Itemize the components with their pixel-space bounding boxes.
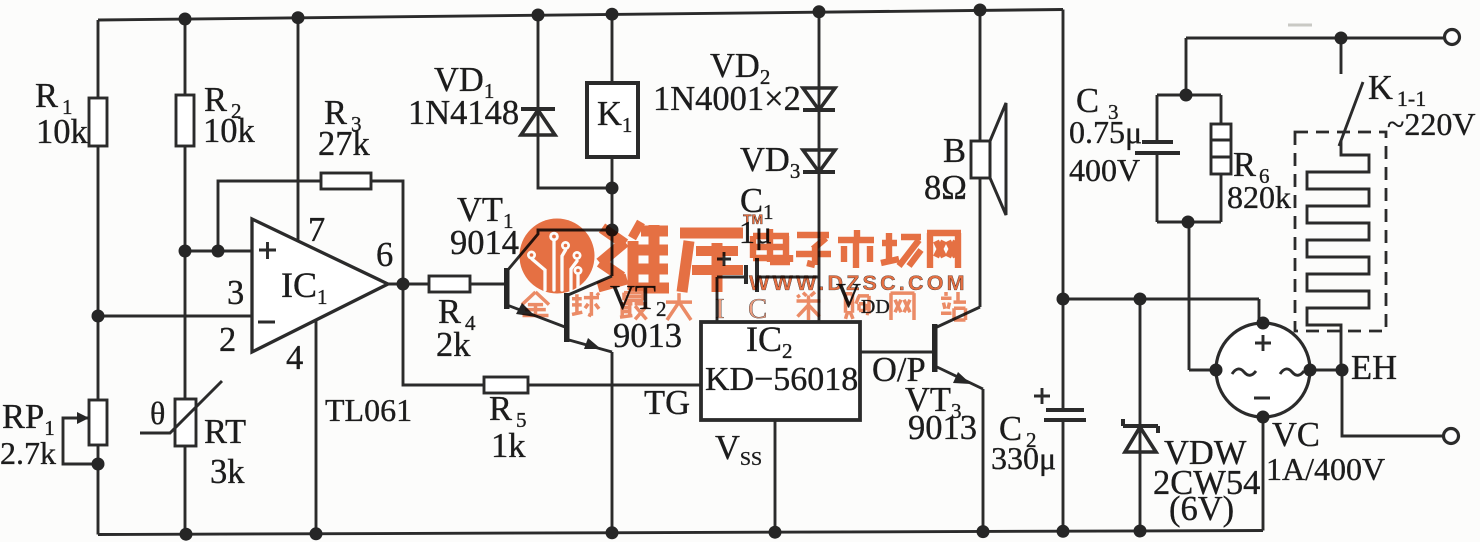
svg-text:EH: EH <box>1351 349 1397 387</box>
svg-text:7: 7 <box>308 211 325 249</box>
svg-text:1N4001×2: 1N4001×2 <box>653 80 801 118</box>
svg-text:8Ω: 8Ω <box>924 169 967 207</box>
svg-text:I: I <box>715 293 725 325</box>
svg-text:400V: 400V <box>1069 152 1140 188</box>
svg-text:330μ: 330μ <box>991 440 1056 476</box>
svg-text:B: B <box>943 132 966 170</box>
svg-text:VDW: VDW <box>1164 434 1247 472</box>
svg-text:IC2: IC2 <box>746 319 793 363</box>
svg-text:K1: K1 <box>597 95 632 137</box>
svg-text:3: 3 <box>227 274 244 312</box>
svg-text:2CW54: 2CW54 <box>1153 464 1260 502</box>
svg-text:10k: 10k <box>36 113 89 151</box>
svg-text:1k: 1k <box>491 427 526 465</box>
svg-text:820k: 820k <box>1227 179 1291 215</box>
svg-text:6: 6 <box>376 236 393 274</box>
svg-text:1N4148: 1N4148 <box>408 94 519 132</box>
svg-text:O/P: O/P <box>872 351 926 389</box>
svg-text:9014: 9014 <box>450 224 519 262</box>
svg-text:2k: 2k <box>436 326 471 364</box>
svg-text:1A/400V: 1A/400V <box>1266 451 1385 487</box>
svg-text:2: 2 <box>219 321 236 359</box>
svg-text:9013: 9013 <box>613 317 682 355</box>
svg-text:0.75μ: 0.75μ <box>1069 114 1142 150</box>
svg-text:TG: TG <box>644 384 690 422</box>
svg-text:3k: 3k <box>210 453 245 491</box>
svg-text:C: C <box>748 293 767 325</box>
svg-text:VC: VC <box>1272 416 1320 454</box>
svg-text:10k: 10k <box>203 112 256 150</box>
svg-text:~220V: ~220V <box>1387 106 1475 142</box>
svg-text:9013: 9013 <box>908 409 977 447</box>
svg-text:R6: R6 <box>1233 146 1270 188</box>
svg-text:2.7k: 2.7k <box>0 435 56 471</box>
svg-text:WWW.DZSC.COM: WWW.DZSC.COM <box>749 271 968 295</box>
svg-text:TM: TM <box>743 211 763 227</box>
svg-text:TL061: TL061 <box>325 392 412 428</box>
svg-text:(6V): (6V) <box>1169 490 1234 528</box>
svg-text:θ: θ <box>150 395 165 431</box>
svg-text:KD−56018: KD−56018 <box>705 361 858 398</box>
svg-text:4: 4 <box>286 339 303 377</box>
svg-text:RT: RT <box>204 413 246 451</box>
svg-text:R3: R3 <box>324 94 362 136</box>
svg-text:VSS: VSS <box>715 429 762 470</box>
svg-text:27k: 27k <box>318 125 371 163</box>
